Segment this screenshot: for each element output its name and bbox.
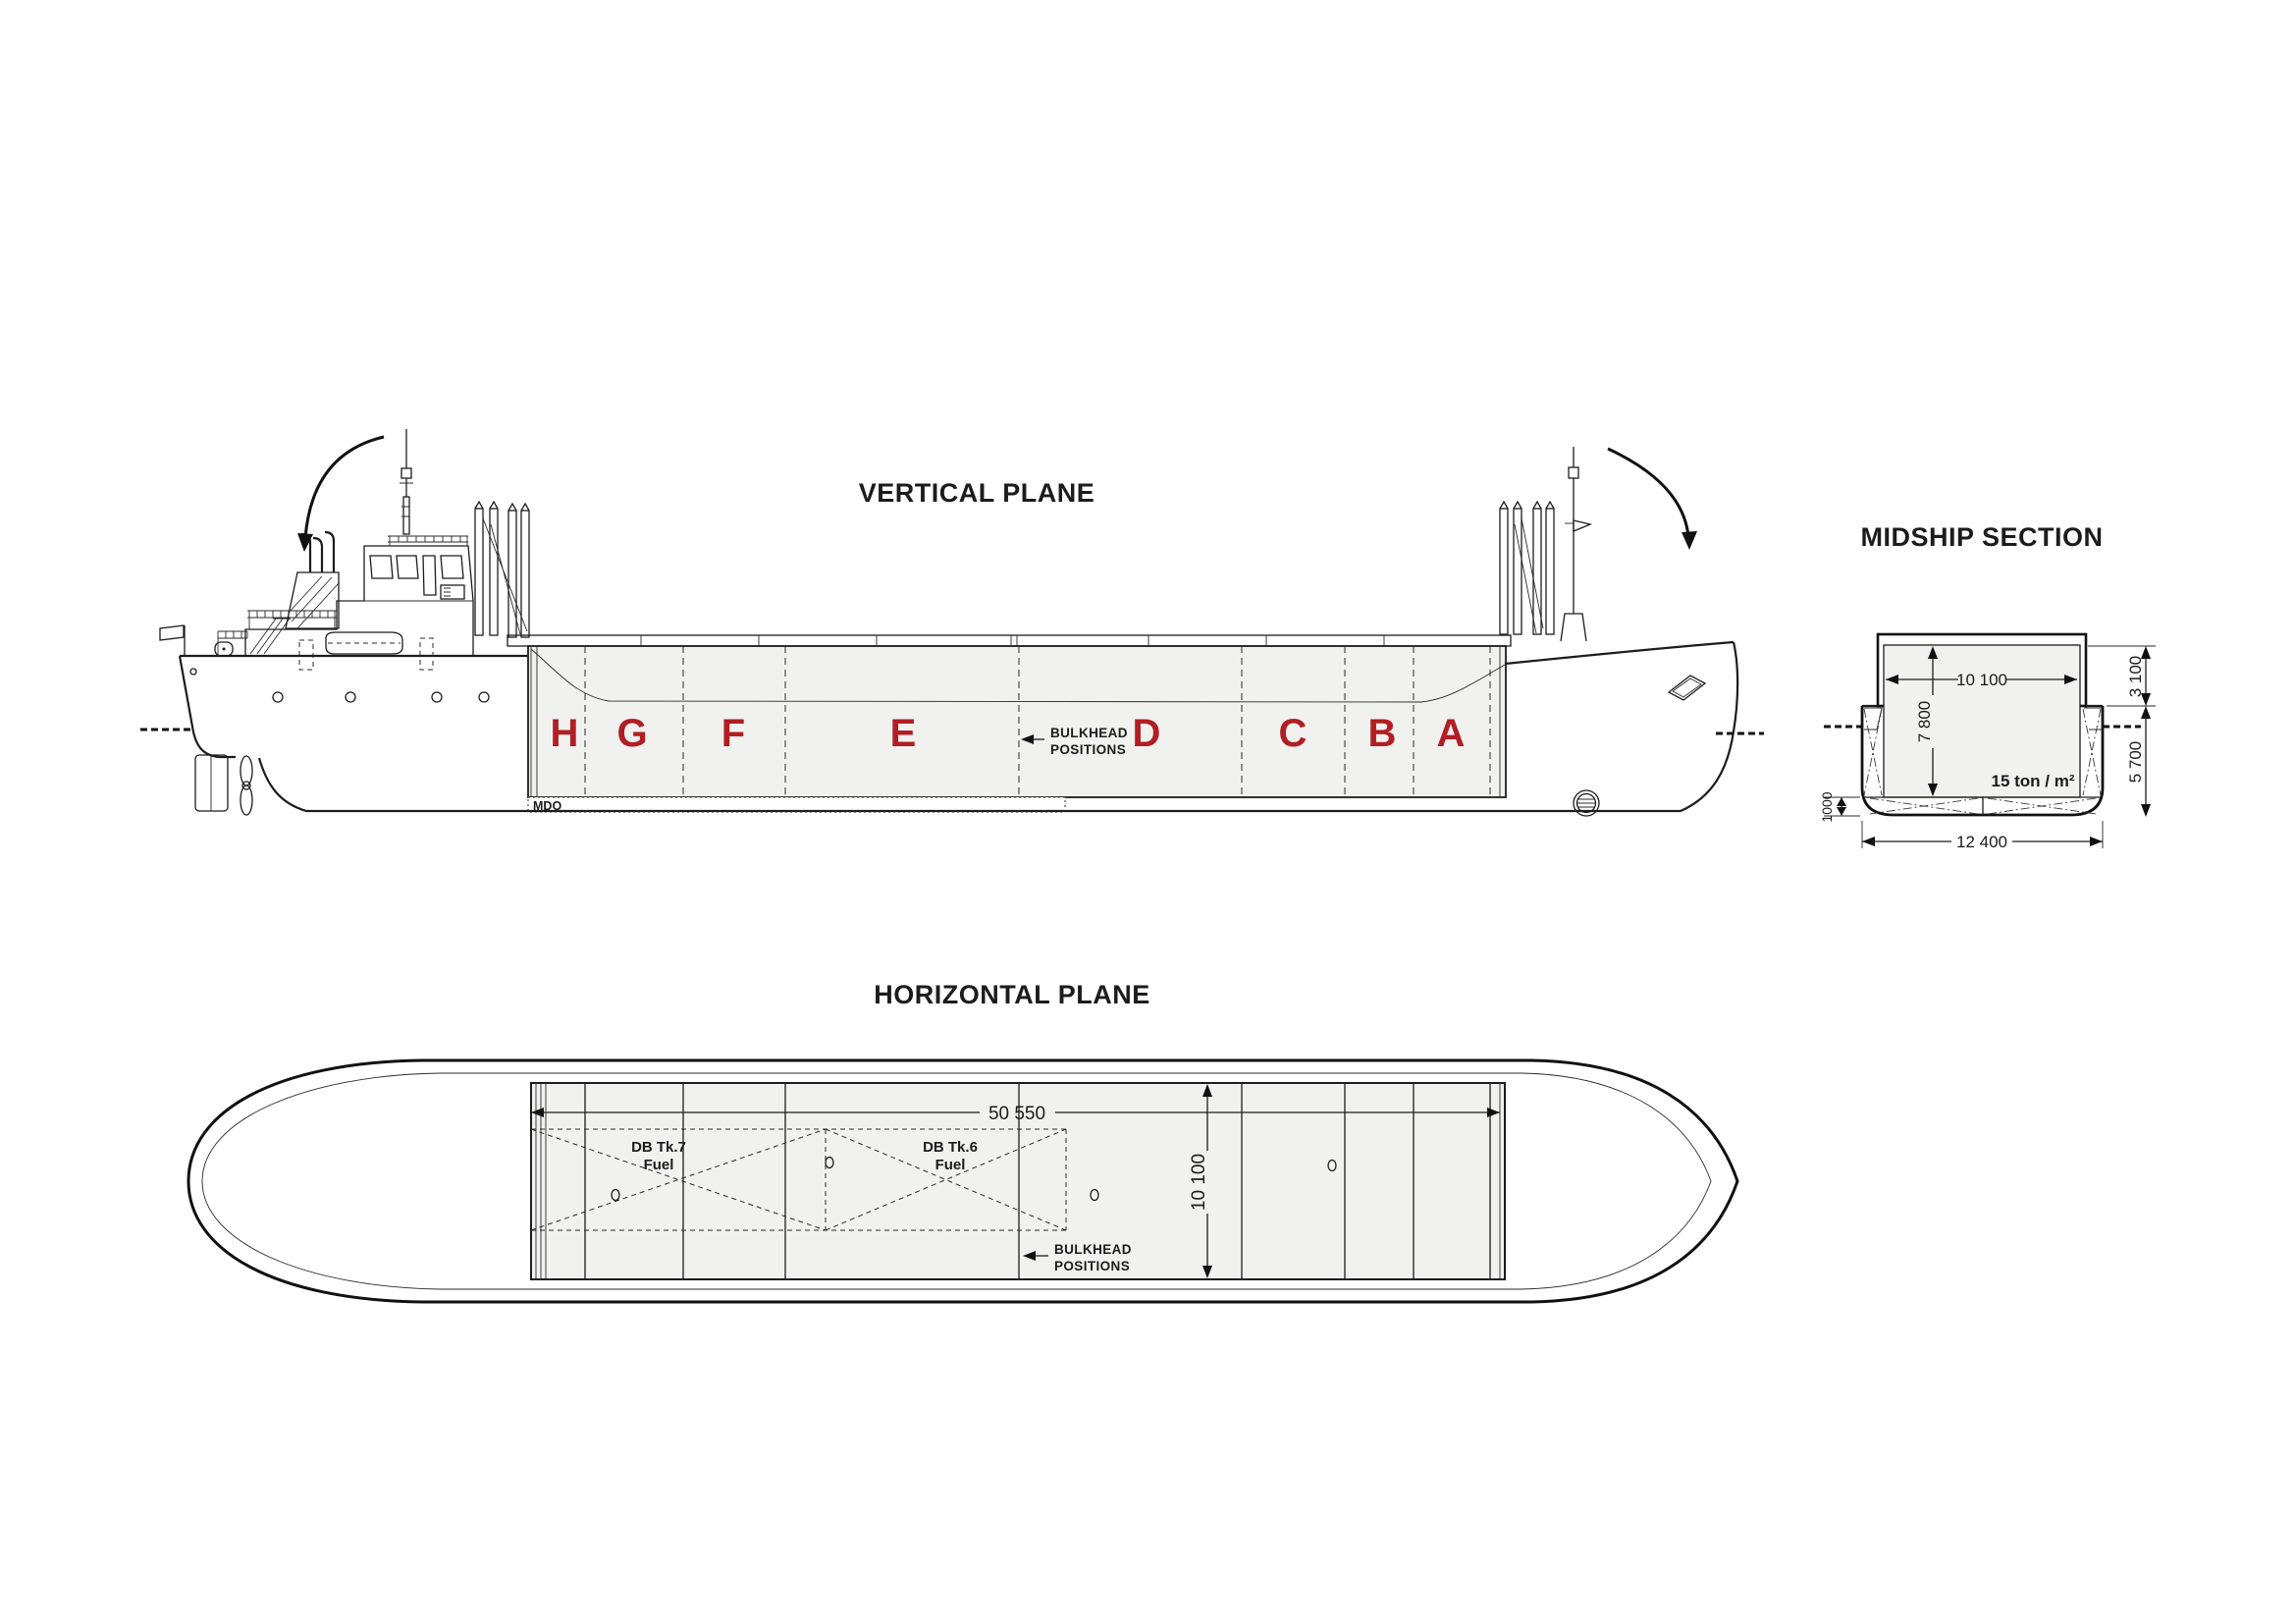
stern-chock — [214, 641, 234, 657]
deck-sheer-line — [530, 648, 1506, 703]
hold-letters: H G F E D C B A — [551, 712, 1466, 755]
svg-text:12 400: 12 400 — [1956, 833, 2007, 851]
hold-letter-G: G — [616, 712, 647, 755]
svg-text:Fuel: Fuel — [935, 1157, 966, 1173]
dim-hold-breadth: 10 100 — [1886, 671, 2077, 689]
superstructure — [244, 429, 474, 671]
dim-double-bottom: 1000 — [1819, 791, 1860, 823]
dim-hold-length: 50 550 — [531, 1104, 1500, 1124]
mast-fold-arrow-fwd-icon — [1607, 447, 1697, 550]
flag-icon — [159, 624, 185, 641]
mast-fold-arrow-aft-icon — [297, 435, 385, 552]
plan-hull-outline — [187, 1058, 1739, 1304]
funnel-casing — [285, 571, 340, 629]
stern-fittings — [159, 624, 248, 657]
db-tk7-label: DB Tk.7 — [631, 1139, 686, 1156]
svg-text:7 800: 7 800 — [1915, 701, 1934, 743]
boat-deck-railing — [247, 610, 337, 629]
db-fuel-tanks — [530, 1128, 1067, 1231]
svg-text:Fuel: Fuel — [644, 1157, 674, 1173]
hold-letter-D: D — [1133, 712, 1161, 755]
svg-text:5 700: 5 700 — [2126, 741, 2145, 784]
svg-text:BULKHEAD: BULKHEAD — [1054, 1242, 1132, 1257]
hold-cross-section — [1883, 644, 2081, 798]
bulkhead-positions-note-elevation: BULKHEAD POSITIONS — [1021, 726, 1128, 757]
svg-text:BULKHEAD: BULKHEAD — [1050, 726, 1128, 740]
manholes — [611, 1156, 1337, 1202]
foredeck-skylight — [1667, 675, 1707, 701]
vertical-plane-view: VERTICAL PLANE H G F E D C B A — [140, 429, 1764, 817]
hold-letter-H: H — [551, 712, 579, 755]
vertical-plane-title: VERTICAL PLANE — [859, 478, 1095, 508]
bulwark-door-fwd — [419, 637, 434, 671]
svg-text:3 100: 3 100 — [2126, 656, 2145, 698]
equipment-box — [440, 584, 465, 600]
rescue-boat — [325, 631, 403, 655]
left-arrow-icon — [1023, 1251, 1036, 1261]
bulwark-door-aft — [298, 639, 314, 671]
dim-hold-breadth-plan: 10 100 — [1189, 1084, 1212, 1278]
deck-load-rating: 15 ton / m² — [1991, 772, 2074, 790]
wing-tank-brackets — [1864, 707, 2103, 731]
hold-letter-E: E — [890, 712, 917, 755]
bow-mast — [1560, 447, 1593, 642]
hold-end-walls — [530, 646, 1501, 797]
bow-thruster — [1573, 789, 1600, 817]
bulkhead-lines-elevation — [584, 646, 1491, 797]
bridge-door — [422, 555, 437, 596]
dim-hold-depth: 7 800 — [1915, 646, 1938, 796]
stairs — [249, 618, 291, 655]
hold-letter-A: A — [1437, 712, 1466, 755]
bow-goalpost-masts — [1499, 500, 1555, 635]
cargo-hold-elevation — [527, 645, 1507, 798]
dim-beam: 12 400 — [1861, 821, 2104, 851]
hold-forward-wall-lines — [535, 1083, 1501, 1279]
db-tk6-label: DB Tk.6 — [923, 1139, 978, 1156]
bridge-windows — [369, 555, 464, 596]
midship-section-view: MIDSHIP SECTION 10 100 — [1819, 522, 2156, 851]
svg-text:POSITIONS: POSITIONS — [1054, 1259, 1130, 1273]
stern-mast — [400, 429, 413, 535]
bridge-roof-railing — [388, 535, 468, 546]
cargo-hold-plan — [530, 1082, 1506, 1280]
hatch-cover-joints — [640, 635, 1385, 646]
dim-coaming-height: 3 100 — [2088, 645, 2156, 707]
svg-text:1000: 1000 — [1819, 791, 1835, 822]
stern-railing — [217, 630, 248, 656]
svg-text:50 550: 50 550 — [988, 1104, 1045, 1124]
propeller — [240, 755, 253, 816]
hold-letter-C: C — [1279, 712, 1308, 755]
fog-horn — [1573, 519, 1593, 532]
horizontal-plane-view: HORIZONTAL PLANE DB Tk.7 Fuel DB Tk.6 Fu… — [187, 980, 1739, 1304]
left-arrow-icon — [1021, 734, 1034, 744]
midship-section-title: MIDSHIP SECTION — [1860, 522, 2103, 552]
tank-bracing — [1863, 708, 2102, 815]
svg-text:10 100: 10 100 — [1189, 1154, 1209, 1211]
rudder — [194, 754, 229, 812]
hold-letter-F: F — [721, 712, 745, 755]
svg-text:POSITIONS: POSITIONS — [1050, 742, 1126, 757]
portholes — [189, 668, 490, 703]
bulkhead-positions-note-plan: BULKHEAD POSITIONS — [1023, 1242, 1132, 1273]
mdo-label: MDO — [533, 799, 561, 813]
svg-text:10 100: 10 100 — [1956, 671, 2007, 689]
horizontal-plane-title: HORIZONTAL PLANE — [874, 980, 1150, 1009]
hatch-cover-strip — [507, 634, 1512, 647]
hull-profile — [140, 640, 1764, 817]
plan-deck-line — [201, 1072, 1712, 1290]
hold-letter-B: B — [1368, 712, 1397, 755]
tank-labels: DB Tk.7 Fuel DB Tk.6 Fuel — [631, 1139, 978, 1173]
dim-hull-depth: 5 700 — [2126, 706, 2151, 817]
aft-goalpost-masts — [474, 500, 530, 638]
